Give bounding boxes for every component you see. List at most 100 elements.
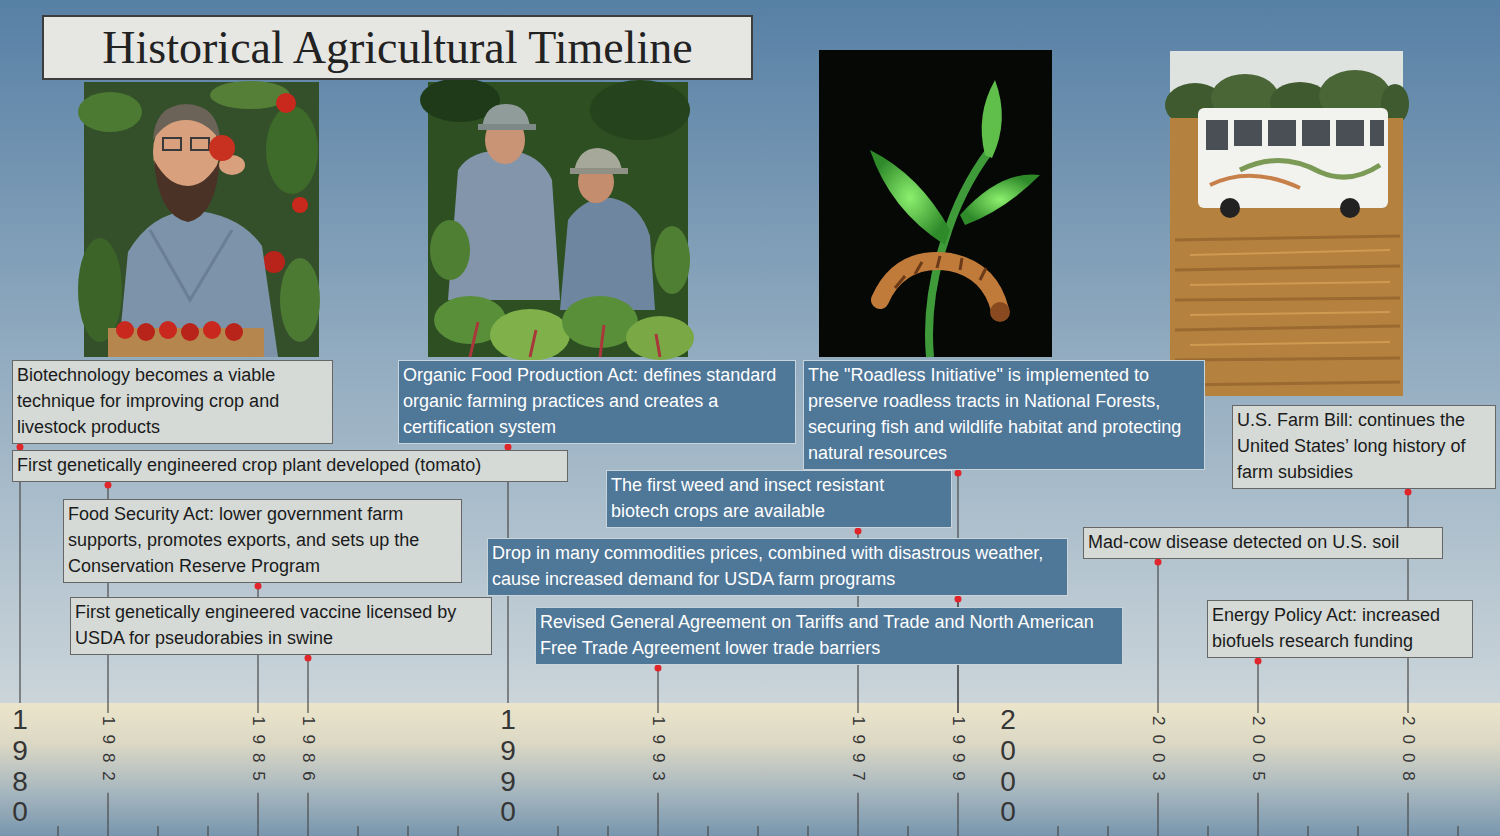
year-tick: [257, 793, 258, 836]
year-tick: [857, 793, 858, 836]
axis-tick: [57, 826, 58, 836]
year-tick: [1157, 793, 1158, 836]
axis-tick: [1057, 826, 1058, 836]
leader-line: [657, 665, 658, 713]
bus-in-field-photo: [1165, 51, 1409, 396]
axis-tick: [607, 826, 608, 836]
event-text: Drop in many commodities prices, combine…: [492, 540, 1062, 592]
leader-dot: [655, 665, 662, 672]
field-workers-photo-part: [590, 80, 690, 140]
field-workers-photo-part: [570, 168, 628, 174]
year-label: 1982: [100, 716, 117, 790]
farmer-photo-part: [276, 93, 296, 113]
leader-dot: [105, 482, 112, 489]
axis-tick: [1207, 826, 1208, 836]
farmer-photo-part: [266, 106, 318, 194]
axis-tick: [757, 826, 758, 836]
farmer-photo-part: [292, 197, 308, 213]
farmer-photo-part: [150, 230, 232, 300]
farmer-photo-part: [116, 321, 134, 339]
farmer-photo-part: [191, 138, 209, 150]
year-label: 1986: [300, 716, 317, 790]
event-box-gray: Food Security Act: lower government farm…: [63, 499, 462, 583]
axis-tick: [407, 826, 408, 836]
axis-tick: [557, 826, 558, 836]
year-label: 2003: [1150, 716, 1167, 790]
bus-in-field-photo-part: [1190, 250, 1390, 345]
year-label: 1997: [850, 716, 867, 790]
farmer-photo-part: [153, 104, 220, 140]
farmer-photo-part: [280, 258, 320, 342]
leader-dot: [255, 583, 262, 590]
farmer-photo-part: [78, 238, 122, 342]
farmer-photo-part: [209, 135, 235, 161]
sky-background: [0, 0, 1500, 704]
field-workers-photo-part: [560, 198, 655, 310]
event-text: First genetically engineered crop plant …: [17, 452, 562, 478]
year-tick: [1407, 793, 1408, 836]
leader-dot: [855, 528, 862, 535]
bus-in-field-photo-part: [1220, 198, 1240, 218]
field-workers-photo-part: [430, 220, 470, 280]
event-box-gray: U.S. Farm Bill: continues the United Sta…: [1232, 405, 1496, 489]
year-label: 1993: [650, 716, 667, 790]
farmer-photo-part: [78, 92, 142, 132]
axis-tick: [157, 826, 158, 836]
farmer-photo-part: [163, 138, 181, 150]
bus-in-field-photo-part: [1175, 236, 1400, 385]
axis-tick: [807, 826, 808, 836]
year-label: 2000: [994, 705, 1022, 828]
year-label: 1999: [950, 716, 967, 790]
farmer-photo-part: [263, 251, 285, 273]
diagram-title: Historical Agricultural Timeline: [102, 25, 692, 71]
event-text: Mad-cow disease detected on U.S. soil: [1088, 529, 1437, 555]
field-workers-photo-part: [448, 150, 560, 300]
event-text: First genetically engineered vaccine lic…: [75, 599, 486, 651]
event-box-blue: Drop in many commodities prices, combine…: [487, 538, 1068, 596]
event-box-gray: Mad-cow disease detected on U.S. soil: [1083, 527, 1443, 559]
event-text: Energy Policy Act: increased biofuels re…: [1212, 602, 1467, 654]
leader-line: [1257, 658, 1258, 713]
leader-dot: [1255, 658, 1262, 665]
event-text: Revised General Agreement on Tariffs and…: [540, 609, 1117, 661]
year-label: 1980: [6, 705, 34, 828]
farmer-photo-part: [154, 160, 220, 222]
leader-dot: [955, 596, 962, 603]
event-box-blue: The first weed and insect resistant biot…: [606, 470, 952, 528]
year-tick: [307, 793, 308, 836]
axis-tick: [457, 826, 458, 836]
farmer-photo-part: [181, 323, 199, 341]
leader-line: [307, 655, 308, 713]
event-text: Biotechnology becomes a viable technique…: [17, 362, 327, 440]
insect-photo: [819, 50, 1052, 357]
insect-photo-part: [960, 175, 1040, 226]
year-tick: [1257, 793, 1258, 836]
axis-tick: [207, 826, 208, 836]
farmer-photo-part: [225, 323, 243, 341]
bus-in-field-photo-part: [1336, 120, 1364, 146]
axis-tick: [907, 826, 908, 836]
event-text: Food Security Act: lower government farm…: [68, 501, 456, 579]
event-box-blue: Organic Food Production Act: defines sta…: [398, 360, 796, 444]
event-box-gray: Biotechnology becomes a viable technique…: [12, 360, 333, 444]
insect-photo-part: [895, 256, 986, 288]
insect-photo-part: [819, 50, 1052, 357]
field-workers-photo-part: [470, 322, 660, 357]
axis-tick: [1457, 826, 1458, 836]
axis-tick: [1107, 826, 1108, 836]
insect-photo-part: [990, 302, 1010, 322]
event-text: The "Roadless Initiative" is implemented…: [808, 362, 1199, 466]
event-box-blue: The "Roadless Initiative" is implemented…: [803, 360, 1205, 470]
event-box-gray: First genetically engineered crop plant …: [12, 450, 568, 482]
event-text: Organic Food Production Act: defines sta…: [403, 362, 790, 440]
axis-band: [0, 703, 1500, 836]
farmer-photo-part: [137, 323, 155, 341]
farmer-photo: [78, 81, 320, 357]
event-box-blue: Revised General Agreement on Tariffs and…: [535, 607, 1123, 665]
event-box-gray: First genetically engineered vaccine lic…: [70, 597, 492, 655]
leader-line: [1157, 559, 1158, 713]
year-tick: [957, 793, 958, 836]
field-workers-photo: [420, 78, 694, 361]
bus-in-field-photo-part: [1206, 120, 1228, 150]
